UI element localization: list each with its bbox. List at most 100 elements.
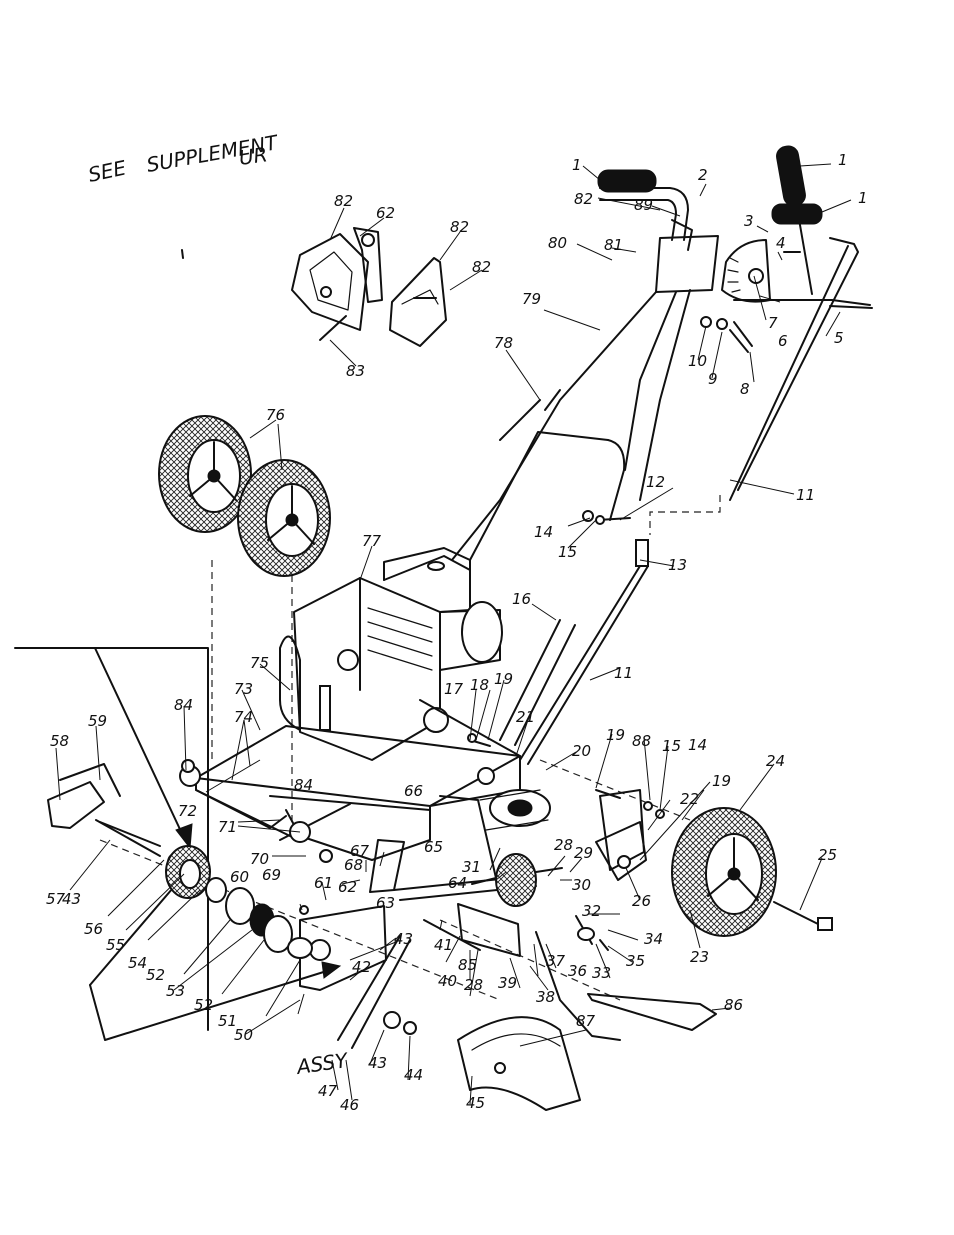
label-5: 5 bbox=[834, 329, 844, 347]
handwritten-note-3: UR bbox=[237, 142, 269, 170]
left-pulley-stack bbox=[47, 763, 313, 959]
label-81: 81 bbox=[604, 236, 623, 254]
label-29: 29 bbox=[574, 844, 593, 862]
handwritten-note-1: SEE bbox=[86, 155, 128, 186]
label-26: 26 bbox=[632, 892, 651, 910]
label-18: 18 bbox=[470, 676, 489, 694]
label-82a: 82 bbox=[574, 190, 593, 208]
label-61: 61 bbox=[314, 874, 333, 892]
blade-arm bbox=[299, 795, 563, 1049]
label-79: 79 bbox=[522, 290, 541, 308]
part-labels: 1 1 1 2 3 4 5 6 7 8 9 10 11 11 12 13 14 … bbox=[46, 151, 868, 1114]
label-30: 30 bbox=[572, 876, 591, 894]
label-22: 22 bbox=[680, 790, 699, 808]
label-51: 51 bbox=[218, 1012, 237, 1030]
label-56: 56 bbox=[84, 920, 103, 938]
label-42: 42 bbox=[352, 958, 371, 976]
label-14a: 14 bbox=[534, 523, 553, 541]
handle-assembly bbox=[451, 145, 871, 765]
label-28a: 28 bbox=[554, 836, 573, 854]
label-14b: 14 bbox=[688, 736, 707, 754]
label-47: 47 bbox=[318, 1082, 338, 1100]
label-8: 8 bbox=[740, 380, 750, 398]
label-1c: 1 bbox=[858, 189, 868, 207]
label-37: 37 bbox=[546, 952, 566, 970]
label-86: 86 bbox=[724, 996, 743, 1014]
label-62a: 62 bbox=[338, 878, 357, 896]
label-25: 25 bbox=[818, 846, 837, 864]
right-wheel bbox=[671, 807, 833, 937]
label-59: 59 bbox=[88, 712, 107, 730]
label-11a: 11 bbox=[796, 486, 815, 504]
label-32: 32 bbox=[582, 902, 601, 920]
height-adjuster bbox=[700, 239, 801, 353]
label-52b: 52 bbox=[194, 996, 213, 1014]
label-4: 4 bbox=[776, 234, 786, 252]
label-1b: 1 bbox=[838, 151, 848, 169]
label-52a: 52 bbox=[146, 966, 165, 984]
label-85: 85 bbox=[458, 956, 477, 974]
rear-wheels bbox=[158, 415, 331, 577]
label-46: 46 bbox=[340, 1096, 359, 1114]
label-74: 74 bbox=[234, 708, 253, 726]
label-43a: 43 bbox=[62, 890, 81, 908]
label-12: 12 bbox=[646, 473, 665, 491]
label-9: 9 bbox=[708, 370, 718, 388]
label-17: 17 bbox=[444, 680, 464, 698]
label-82b: 82 bbox=[334, 192, 353, 210]
label-82d: 82 bbox=[472, 258, 491, 276]
label-87: 87 bbox=[576, 1012, 596, 1030]
handle-grip-right bbox=[776, 145, 806, 207]
label-45: 45 bbox=[466, 1094, 485, 1112]
handle-grip-left bbox=[597, 169, 657, 193]
label-68: 68 bbox=[344, 856, 363, 874]
label-19a: 19 bbox=[494, 670, 513, 688]
label-62b: 62 bbox=[376, 204, 395, 222]
label-72: 72 bbox=[178, 802, 197, 820]
label-33: 33 bbox=[592, 964, 611, 982]
label-23: 23 bbox=[690, 948, 709, 966]
label-67: 67 bbox=[350, 842, 370, 860]
label-24: 24 bbox=[766, 752, 785, 770]
label-15a: 15 bbox=[558, 543, 577, 561]
label-19c: 19 bbox=[712, 772, 731, 790]
label-2: 2 bbox=[698, 166, 708, 184]
label-78: 78 bbox=[494, 334, 513, 352]
label-55: 55 bbox=[106, 936, 125, 954]
label-76: 76 bbox=[266, 406, 285, 424]
label-6: 6 bbox=[778, 332, 788, 350]
label-82c: 82 bbox=[450, 218, 469, 236]
label-38: 38 bbox=[536, 988, 555, 1006]
alignment-lines bbox=[99, 495, 721, 1001]
label-63: 63 bbox=[376, 894, 395, 912]
label-43c: 43 bbox=[368, 1054, 387, 1072]
label-41: 41 bbox=[434, 936, 453, 954]
label-16: 16 bbox=[512, 590, 531, 608]
label-65: 65 bbox=[424, 838, 443, 856]
engine bbox=[279, 547, 503, 761]
label-39: 39 bbox=[498, 974, 517, 992]
label-88: 88 bbox=[632, 732, 651, 750]
label-71: 71 bbox=[218, 818, 237, 836]
tube-13 bbox=[635, 539, 649, 567]
label-69: 69 bbox=[262, 866, 281, 884]
pen-tick bbox=[181, 249, 184, 259]
blade-guard bbox=[383, 915, 717, 1111]
label-7: 7 bbox=[768, 314, 778, 332]
label-66: 66 bbox=[404, 782, 423, 800]
label-40: 40 bbox=[438, 972, 457, 990]
label-50: 50 bbox=[234, 1026, 253, 1044]
label-20: 20 bbox=[572, 742, 591, 760]
label-31: 31 bbox=[462, 858, 481, 876]
label-44: 44 bbox=[404, 1066, 423, 1084]
label-64: 64 bbox=[448, 874, 467, 892]
label-13: 13 bbox=[668, 556, 687, 574]
label-34: 34 bbox=[644, 930, 663, 948]
label-77: 77 bbox=[362, 532, 382, 550]
label-28b: 28 bbox=[464, 976, 483, 994]
label-19b: 19 bbox=[606, 726, 625, 744]
frame bbox=[179, 699, 521, 861]
handle-grip-crossbar bbox=[771, 203, 823, 225]
